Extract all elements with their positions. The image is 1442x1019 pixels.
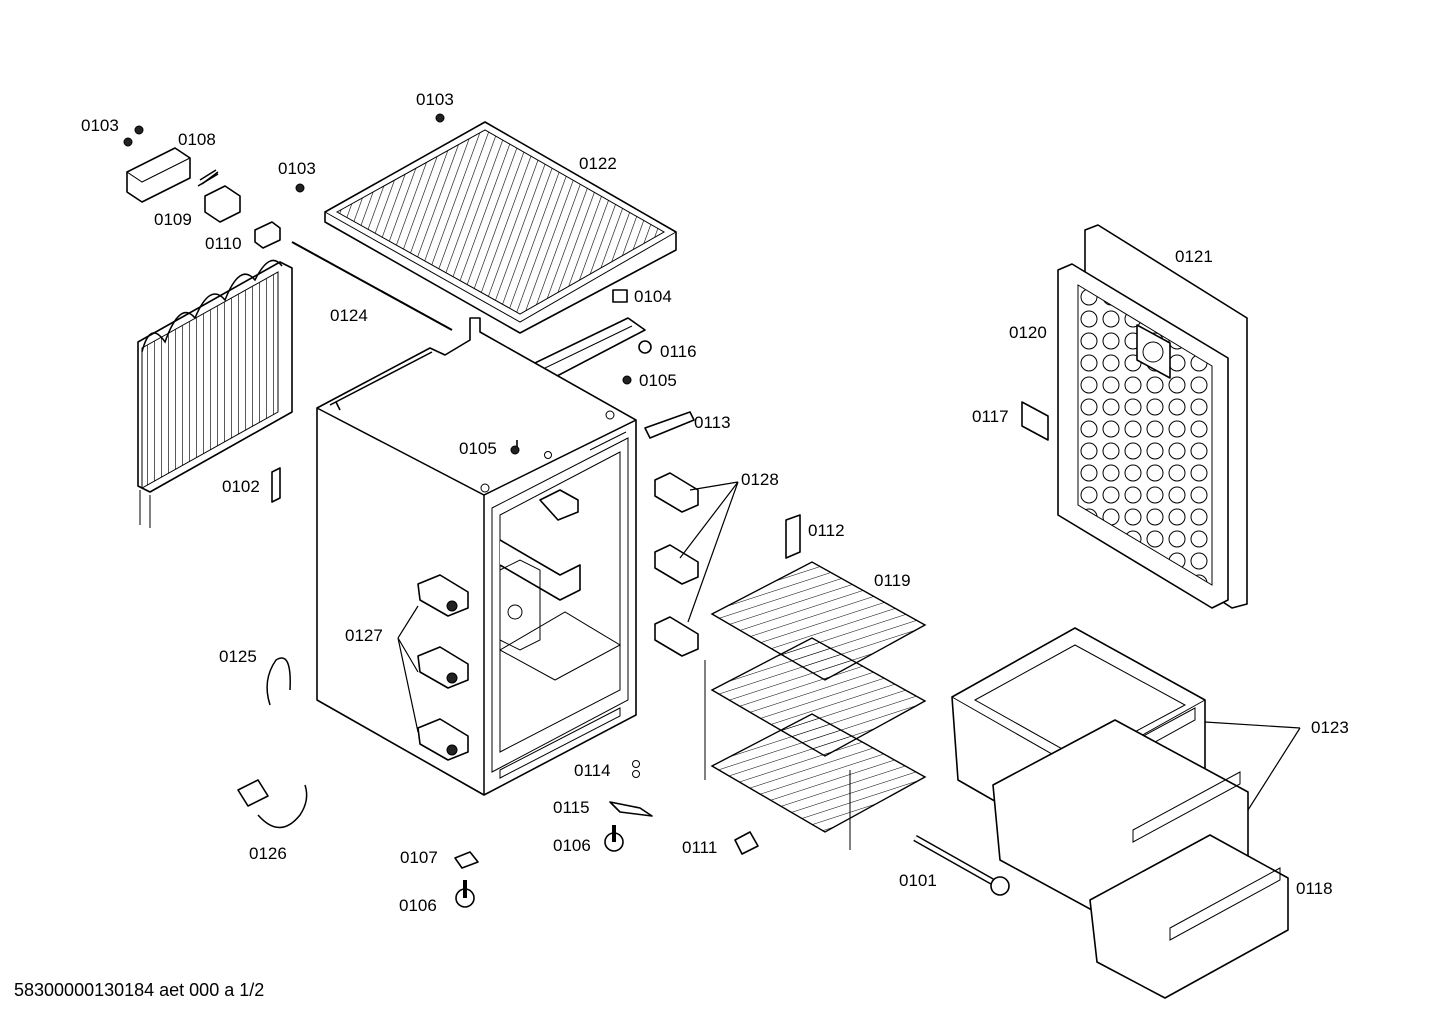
label-0111: 0111 xyxy=(682,838,717,857)
hinge-cap-part xyxy=(612,289,628,303)
drain-tube xyxy=(266,657,291,706)
shelf-supports-left xyxy=(417,574,469,761)
label-0121: 0121 xyxy=(1175,247,1213,266)
small-parts xyxy=(237,440,1010,908)
label-0115: 0115 xyxy=(553,798,590,817)
label-0124: 0124 xyxy=(330,306,368,325)
label-0112: 0112 xyxy=(808,521,845,540)
label-0104: 0104 xyxy=(634,287,672,306)
label-0101: 0101 xyxy=(899,871,937,890)
label-0123: 0123 xyxy=(1311,718,1349,737)
document-id-footer: 58300000130184 aet 000 a 1/2 xyxy=(14,980,265,1000)
condenser-coil xyxy=(137,259,293,528)
shelf-supports-right xyxy=(654,472,699,657)
crisper-drawers xyxy=(951,627,1289,999)
part-labels: 0103 0108 0109 0110 0103 0103 0122 0104 … xyxy=(81,90,1349,915)
cabinet-body xyxy=(316,317,637,796)
label-0106: 0106 xyxy=(399,896,437,915)
label-0117: 0117 xyxy=(972,407,1009,426)
door-frame xyxy=(1021,224,1248,609)
label-0103: 0103 xyxy=(278,159,316,178)
label-0103: 0103 xyxy=(81,116,119,135)
label-0120: 0120 xyxy=(1009,323,1047,342)
wire-shelves xyxy=(644,411,927,850)
label-0126: 0126 xyxy=(249,844,287,863)
label-0114: 0114 xyxy=(574,761,611,780)
power-plug xyxy=(237,779,269,807)
capillary-rod xyxy=(291,241,453,331)
power-cable xyxy=(257,784,308,829)
thermostat-parts xyxy=(123,113,445,249)
label-0119: 0119 xyxy=(874,571,911,590)
label-0105: 0105 xyxy=(459,439,497,458)
screw-part xyxy=(622,375,632,385)
label-0108: 0108 xyxy=(178,130,216,149)
label-0107: 0107 xyxy=(400,848,438,867)
label-0106: 0106 xyxy=(553,836,591,855)
label-0109: 0109 xyxy=(154,210,192,229)
top-cover-plate xyxy=(324,121,677,334)
label-0118: 0118 xyxy=(1296,879,1333,898)
label-0125: 0125 xyxy=(219,647,257,666)
label-0122: 0122 xyxy=(579,154,617,173)
label-0102: 0102 xyxy=(222,477,260,496)
label-0127: 0127 xyxy=(345,626,383,645)
label-0116: 0116 xyxy=(660,342,697,361)
label-0103: 0103 xyxy=(416,90,454,109)
label-0113: 0113 xyxy=(694,413,731,432)
screw-part xyxy=(638,340,652,354)
leader-lines xyxy=(397,481,1301,811)
label-0110: 0110 xyxy=(205,234,242,253)
label-0128: 0128 xyxy=(741,470,779,489)
label-0105: 0105 xyxy=(639,371,677,390)
